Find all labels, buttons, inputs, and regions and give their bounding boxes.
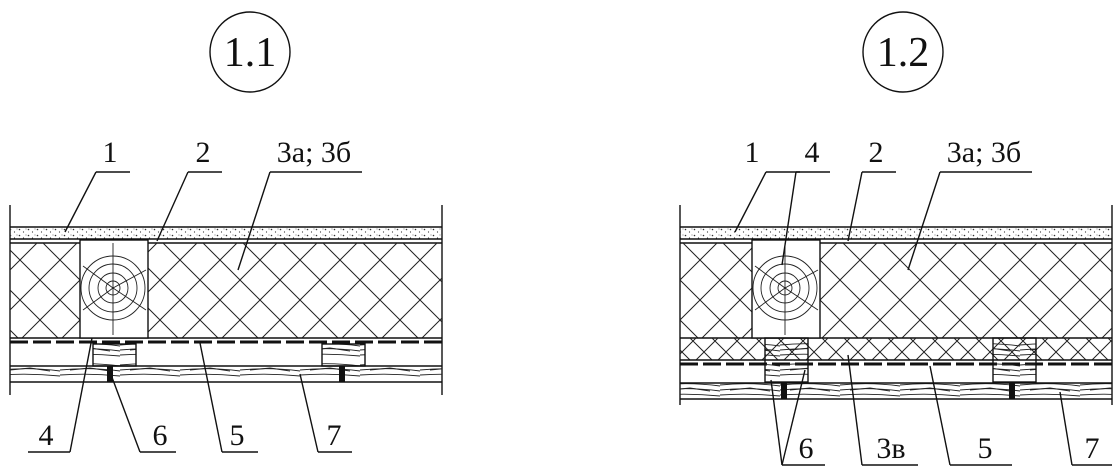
layer-7-boards-1-2	[680, 383, 1112, 399]
label-1: 1	[103, 136, 118, 169]
label-3a-3b-1-2: 3а; 3б	[947, 136, 1021, 169]
label-2-1-2: 2	[869, 136, 884, 169]
label-3a-3b: 3а; 3б	[277, 136, 351, 169]
detail-1-2: 1.2	[679, 11, 1113, 466]
label-4-1-2: 4	[805, 136, 820, 169]
layer-1-screed	[10, 227, 442, 239]
bottom-leaders-1-2	[770, 354, 1112, 466]
batten-6b-1-2	[992, 337, 1037, 383]
label-5-1-2: 5	[978, 432, 993, 465]
top-leaders-1-1	[64, 171, 362, 271]
detail-1-2-id: 1.2	[877, 30, 930, 76]
detail-1-1-id: 1.1	[224, 30, 277, 76]
detail-1-2-circle	[862, 11, 944, 93]
batten-6a	[92, 343, 137, 367]
detail-1-1-circle	[209, 11, 291, 93]
label-7-1-2: 7	[1085, 432, 1100, 465]
label-6: 6	[153, 419, 168, 452]
detail-1-1: 1.1	[9, 11, 443, 453]
layer-3-insulation-1-2	[680, 243, 1112, 338]
batten-6a-1-2	[764, 337, 809, 383]
label-6-1-2: 6	[799, 432, 814, 465]
batten-6b	[321, 343, 366, 367]
label-5: 5	[230, 419, 245, 452]
beam-4-rings-1-2	[752, 243, 819, 335]
layer-3v-insulation	[680, 338, 1112, 360]
bottom-leaders-1-1	[28, 337, 352, 453]
layer-1-screed-1-2	[680, 227, 1112, 239]
beam-4-rings	[80, 243, 147, 335]
top-leaders-1-2	[734, 171, 1032, 271]
layer-3-insulation	[10, 243, 442, 338]
label-4: 4	[39, 419, 54, 452]
label-3v: 3в	[876, 432, 905, 465]
label-2: 2	[196, 136, 211, 169]
label-1-1-2: 1	[745, 136, 760, 169]
label-7: 7	[327, 419, 342, 452]
layer-7-boards	[10, 366, 442, 382]
